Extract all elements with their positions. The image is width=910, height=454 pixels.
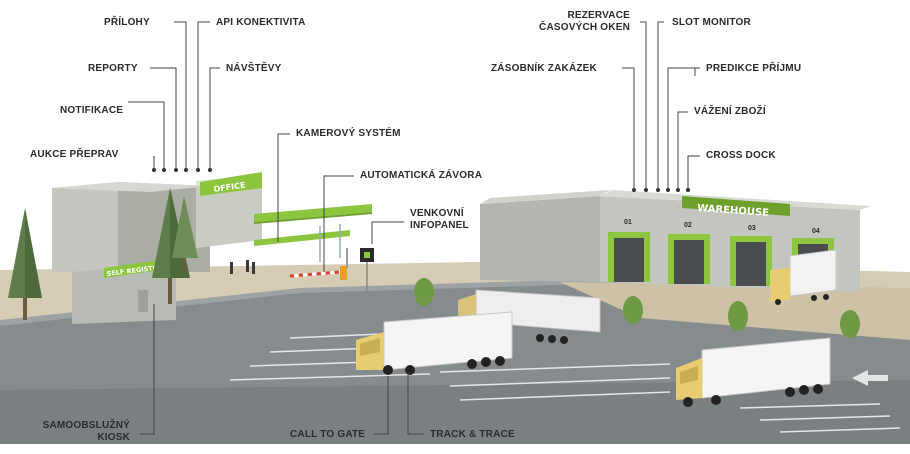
office-building: OFFICE — [52, 172, 372, 272]
label-reporty: REPORTY — [88, 63, 138, 74]
leader-lines — [128, 21, 700, 435]
label-venkovni: VENKOVNÍ — [410, 208, 464, 219]
truck-front-right — [676, 337, 831, 407]
label-zasobnik-zakazek: ZÁSOBNÍK ZAKÁZEK — [491, 63, 597, 74]
dock-number-01: 01 — [624, 219, 632, 226]
barrier-gate — [289, 248, 374, 294]
label-navstevy: NÁVŠTĚVY — [226, 63, 282, 74]
dock-number-02: 02 — [684, 222, 692, 229]
label-notifikace: NOTIFIKACE — [60, 105, 124, 116]
dock-door-03 — [730, 236, 772, 286]
office-sign-text: OFFICE — [213, 181, 246, 194]
label-cross-dock: CROSS DOCK — [706, 150, 776, 161]
label-infopanel: INFOPANEL — [410, 220, 469, 231]
parking-stripes — [229, 331, 901, 433]
warehouse-building: WAREHOUSE 01 02 03 04 — [480, 190, 870, 292]
lot-curb — [0, 280, 910, 326]
label-api-konektivita: API KONEKTIVITA — [216, 17, 306, 28]
label-kiosk: KIOSK — [97, 432, 130, 443]
truck-front-left — [356, 311, 513, 375]
label-casovych-oken: ČASOVÝCH OKEN — [539, 22, 630, 33]
label-automaticka-zavora: AUTOMATICKÁ ZÁVORA — [360, 170, 483, 181]
label-aukce-preprav: AUKCE PŘEPRAV — [30, 149, 119, 160]
shrubs — [414, 278, 860, 338]
label-venkovni-infopanel: VENKOVNÍ INFOPANEL — [410, 208, 469, 232]
label-vazeni-zbozi: VÁŽENÍ ZBOŽÍ — [694, 106, 766, 117]
label-track-trace: TRACK & TRACE — [430, 429, 515, 440]
leader-dots — [152, 168, 690, 192]
warehouse-sign-text: WAREHOUSE — [697, 203, 770, 219]
label-call-to-gate: CALL TO GATE — [290, 429, 366, 440]
label-kamerovy-system: KAMEROVÝ SYSTÉM — [296, 128, 401, 139]
dock-door-01 — [608, 232, 650, 282]
label-rezervace: REZERVACE — [567, 10, 630, 21]
trees — [8, 188, 198, 320]
label-samoobsluzny: SAMOOBSLUŽNÝ — [42, 420, 130, 431]
dock-number-04: 04 — [812, 228, 820, 235]
label-prilohy: PŘÍLOHY — [104, 17, 150, 28]
truck-at-dock — [770, 249, 837, 305]
dock-number-03: 03 — [748, 225, 756, 232]
label-rezervace-casovych-oken: REZERVACE ČASOVÝCH OKEN — [510, 10, 630, 34]
direction-arrow — [852, 370, 888, 386]
label-slot-monitor: SLOT MONITOR — [672, 17, 751, 28]
dock-door-02 — [668, 234, 710, 284]
label-predikce-prijmu: PREDIKCE PŘÍJMU — [706, 63, 802, 74]
people — [230, 260, 255, 274]
label-samoobsluzny-kiosk: SAMOOBSLUŽNÝ KIOSK — [20, 420, 130, 444]
